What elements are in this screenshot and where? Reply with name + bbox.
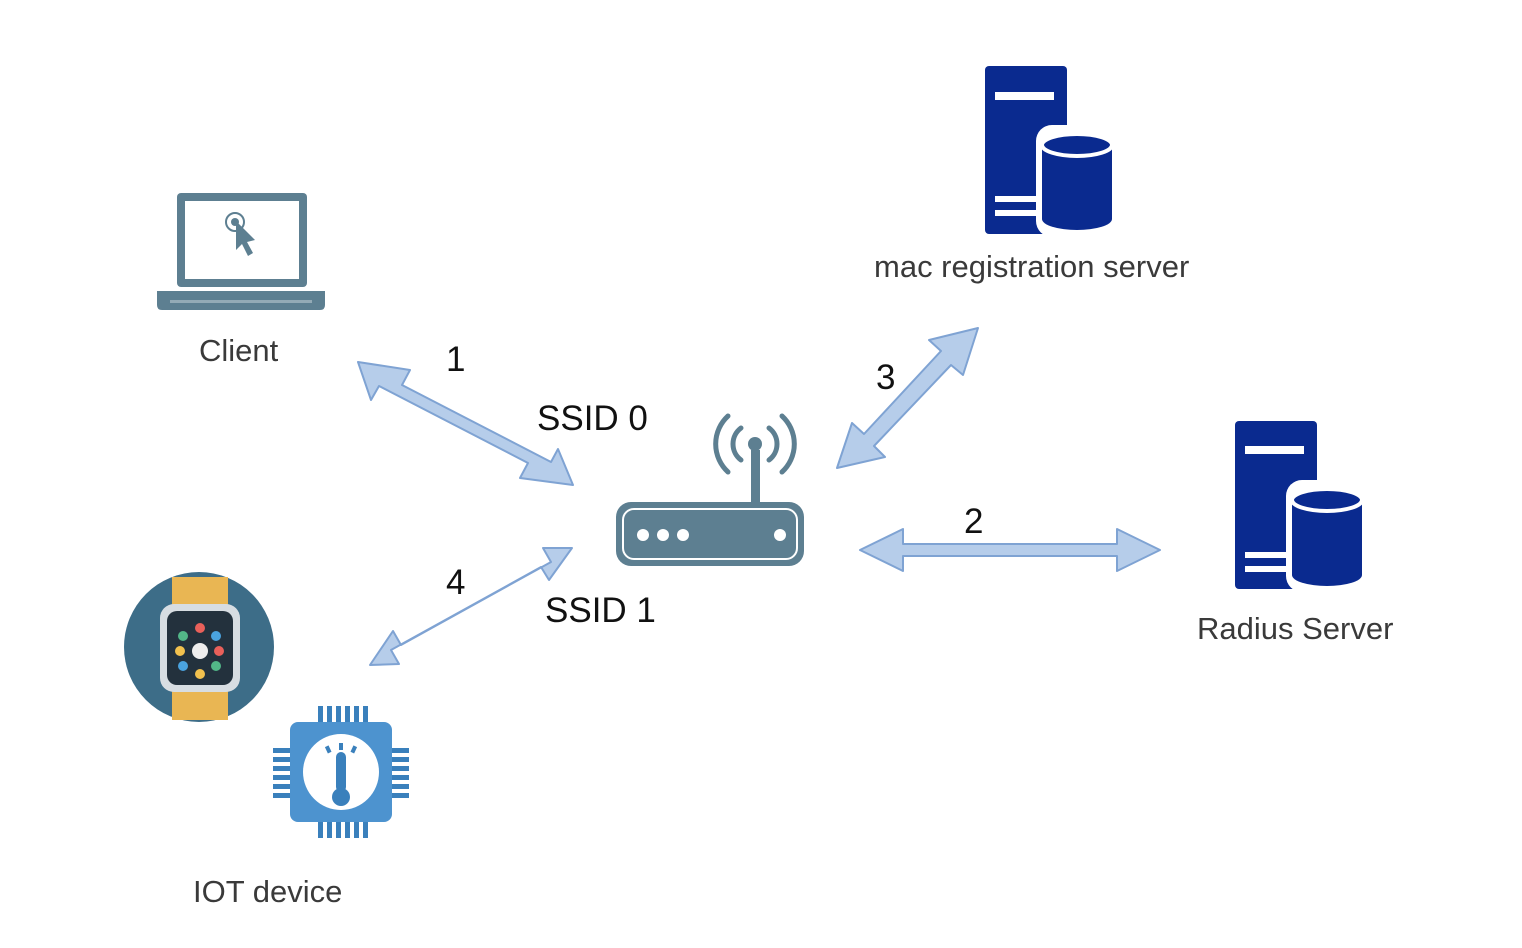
- iot-device-label: IOT device: [193, 874, 343, 909]
- laptop-icon: [157, 193, 325, 310]
- arrow-router-radius: [859, 528, 1161, 572]
- client-label: Client: [199, 333, 279, 368]
- chip-thermometer-icon: [273, 706, 409, 838]
- edge-label-4: 4: [446, 563, 466, 602]
- ssid1-label: SSID 1: [545, 591, 656, 630]
- ssid0-label: SSID 0: [537, 399, 648, 438]
- server-database-icon: [985, 66, 1118, 237]
- arrow-client-router: [357, 361, 574, 486]
- arrow-router-mac: [836, 327, 979, 469]
- wireless-router-icon: [616, 413, 804, 566]
- radius-server-label: Radius Server: [1197, 611, 1394, 646]
- server-database-icon: [1235, 421, 1368, 592]
- edge-label-3: 3: [876, 358, 896, 397]
- arrow-iot-router: [369, 547, 573, 666]
- edge-label-2: 2: [964, 502, 984, 541]
- smartwatch-icon: [124, 572, 274, 722]
- mac-server-label: mac registration server: [874, 249, 1190, 284]
- edge-label-1: 1: [446, 340, 466, 379]
